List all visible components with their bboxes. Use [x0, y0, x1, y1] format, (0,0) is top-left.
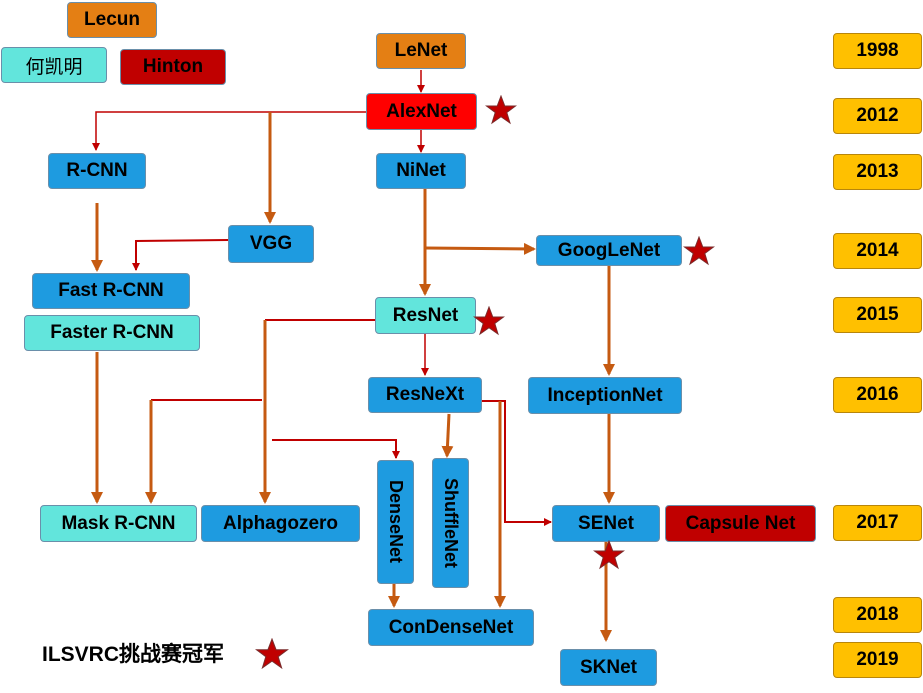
year-2018: 2018 — [833, 597, 922, 633]
year-2012: 2012 — [833, 98, 922, 134]
node-label: Faster R-CNN — [50, 322, 174, 343]
arrow-alexnet-rcnn — [92, 111, 366, 151]
legend-hekaiming-label: 何凯明 — [25, 55, 83, 78]
node-densenet: DenseNet — [377, 460, 414, 584]
arrow-resnext-shufflenet — [441, 413, 454, 458]
year-2016: 2016 — [833, 377, 922, 413]
year-label: 2017 — [856, 512, 899, 533]
node-rcnn: R-CNN — [48, 153, 146, 189]
node-resnet: ResNet — [375, 297, 476, 334]
node-senet: SENet — [552, 505, 660, 542]
node-label: SENet — [578, 512, 634, 534]
legend-lecun-label: Lecun — [84, 9, 140, 30]
year-label: 2019 — [856, 649, 899, 670]
node-label: Mask R-CNN — [61, 512, 176, 534]
node-label: VGG — [249, 233, 293, 254]
year-label: 2015 — [856, 304, 899, 325]
arrow-resnet-densenet — [272, 439, 400, 459]
node-label: ShuffleNet — [441, 478, 461, 568]
arrow-vgg-fastrcnn — [132, 239, 229, 271]
legend-hinton-label: Hinton — [142, 56, 204, 77]
node-label: R-CNN — [66, 160, 128, 181]
year-label: 2013 — [856, 161, 899, 182]
ilsvrc-legend-label: ILSVRC挑战赛冠军 — [42, 643, 225, 666]
year-label: 2018 — [856, 604, 899, 625]
legend-lecun: Lecun — [67, 2, 157, 38]
node-inceptionnet: InceptionNet — [528, 377, 682, 414]
star-icon — [255, 638, 289, 670]
star-icon — [485, 95, 517, 125]
node-capsule-net: Capsule Net — [665, 505, 816, 542]
legend-hinton: Hinton — [120, 49, 226, 85]
year-label: 2012 — [856, 105, 899, 126]
node-label: ResNet — [392, 304, 459, 326]
node-googlenet: GoogLeNet — [536, 235, 682, 266]
year-label: 2014 — [856, 240, 899, 261]
node-label: DenseNet — [386, 480, 406, 564]
node-label: Capsule Net — [685, 512, 796, 534]
year-2013: 2013 — [833, 154, 922, 190]
year-2015: 2015 — [833, 297, 922, 333]
star-icon — [473, 306, 505, 336]
node-resnext: ResNeXt — [368, 377, 482, 413]
node-condensenet: ConDenseNet — [368, 609, 534, 646]
star-icon — [593, 540, 625, 570]
node-shufflenet: ShuffleNet — [432, 458, 469, 588]
year-2019: 2019 — [833, 642, 922, 678]
node-label: InceptionNet — [547, 384, 663, 406]
node-vgg: VGG — [228, 225, 314, 263]
year-2014: 2014 — [833, 233, 922, 269]
node-label: NiNet — [396, 160, 446, 181]
arrow-ninet-googlenet — [424, 242, 536, 255]
node-mask-rcnn: Mask R-CNN — [40, 505, 197, 542]
year-label: 1998 — [856, 40, 899, 61]
node-ninet: NiNet — [376, 153, 466, 189]
node-sknet: SKNet — [560, 649, 657, 686]
star-icon — [683, 236, 715, 266]
node-lenet: LeNet — [376, 33, 466, 69]
node-faster-rcnn: Faster R-CNN — [24, 315, 200, 351]
node-alexnet: AlexNet — [366, 93, 477, 130]
node-fast-rcnn: Fast R-CNN — [32, 273, 190, 309]
arrow-resnext-senet — [482, 400, 552, 526]
node-label: Fast R-CNN — [58, 280, 164, 301]
node-alphagozero: Alphagozero — [201, 505, 360, 542]
legend-hekaiming: 何凯明 — [1, 47, 107, 83]
node-label: SKNet — [579, 656, 637, 678]
node-label: ConDenseNet — [388, 616, 514, 638]
node-label: Alphagozero — [222, 512, 339, 534]
node-label: LeNet — [394, 40, 448, 61]
year-label: 2016 — [856, 384, 899, 405]
node-label: ResNeXt — [385, 384, 465, 405]
node-label: GoogLeNet — [557, 239, 661, 261]
node-label: AlexNet — [386, 100, 457, 122]
year-1998: 1998 — [833, 33, 922, 69]
year-2017: 2017 — [833, 505, 922, 541]
